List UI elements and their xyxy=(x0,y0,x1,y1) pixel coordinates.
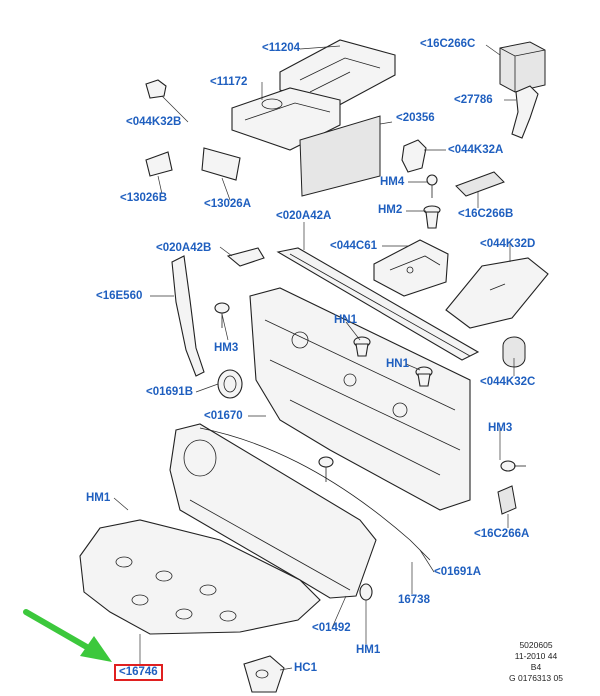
pad-part-13026a xyxy=(201,147,241,181)
callout-hm1-top: HM1 xyxy=(86,492,111,504)
pad-part-044k32d xyxy=(445,257,549,329)
callout-hm3-right: HM3 xyxy=(488,422,513,434)
panel-part-20356 xyxy=(299,115,381,197)
callout-020a42b: <020A42B xyxy=(156,242,212,254)
bracket-part-27786 xyxy=(511,85,539,139)
dash-panel-01670 xyxy=(249,287,471,511)
green-pointer-arrow xyxy=(23,609,112,662)
wire-part-01691a xyxy=(199,427,431,561)
leader-lines xyxy=(113,44,516,671)
stamp-line-4: G 0176313 05 xyxy=(509,673,563,683)
clip-part-044k32b xyxy=(145,79,167,99)
pad-part-16c266b xyxy=(455,171,505,197)
seal-part-020a42b xyxy=(226,247,265,267)
callout-020a42a: <020A42A xyxy=(276,210,332,222)
callout-hm1-bottom: HM1 xyxy=(356,644,381,656)
reference-stamp: 5020605 11-2010 44 B4 G 0176313 05 xyxy=(486,640,586,684)
callout-01691b: <01691B xyxy=(146,386,193,398)
mat-part-044c61 xyxy=(373,239,449,297)
pad-part-13026b xyxy=(145,151,173,177)
stamp-line-2: 11-2010 44 xyxy=(514,651,558,661)
fastener-hm3-left xyxy=(214,302,230,328)
clip-part-044k32a xyxy=(401,139,427,173)
pad-part-16c266c xyxy=(499,41,546,93)
callout-044c61: <044C61 xyxy=(330,240,377,252)
callout-044k32a: <044K32A xyxy=(448,144,504,156)
callout-16c266a: <16C266A xyxy=(474,528,530,540)
callout-hc1: HC1 xyxy=(294,662,318,674)
side-seal-16e560 xyxy=(171,255,205,377)
cap-part-044k32c xyxy=(502,336,526,368)
fastener-hm4 xyxy=(426,174,438,198)
tray-part-11172 xyxy=(231,87,341,151)
callout-16c266b: <16C266B xyxy=(458,208,514,220)
stamp-line-1: 5020605 xyxy=(519,640,553,650)
callout-16c266c: <16C266C xyxy=(420,38,476,50)
callout-01670: <01670 xyxy=(204,410,243,422)
callout-hn1-a: HN1 xyxy=(334,314,358,326)
fastener-hm1-bottom xyxy=(359,583,373,601)
insulator-pad-16746 xyxy=(79,519,321,635)
callout-20356: <20356 xyxy=(396,112,435,124)
callout-hm3-left: HM3 xyxy=(214,342,239,354)
fastener-center xyxy=(318,456,334,482)
callout-16738: 16738 xyxy=(398,594,430,606)
pad-part-16c266a xyxy=(497,485,517,515)
callout-hm2: HM2 xyxy=(378,204,403,216)
stamp-line-3: B4 xyxy=(530,662,542,672)
callout-044k32b: <044K32B xyxy=(126,116,182,128)
fastener-hn1-a xyxy=(353,336,371,357)
callout-11204: <11204 xyxy=(262,42,301,54)
callout-hn1-b: HN1 xyxy=(386,358,410,370)
callout-16e560: <16E560 xyxy=(96,290,143,302)
grommet-part-01691b xyxy=(217,369,243,399)
insulator-frame-01492 xyxy=(169,423,377,599)
callout-01691a: <01691A xyxy=(434,566,481,578)
callout-27786: <27786 xyxy=(454,94,493,106)
fastener-hm3-right xyxy=(500,460,526,472)
callout-16746-highlighted: <16746 xyxy=(114,664,163,681)
bracket-hc1 xyxy=(243,655,285,693)
callout-13026a: <13026A xyxy=(204,198,251,210)
seal-strip-020a42a xyxy=(276,247,480,361)
callout-044k32d: <044K32D xyxy=(480,238,536,250)
callout-044k32c: <044K32C xyxy=(480,376,536,388)
callout-hm4: HM4 xyxy=(380,176,405,188)
callout-01492: <01492 xyxy=(312,622,351,634)
callout-13026b: <13026B xyxy=(120,192,167,204)
fastener-hm2 xyxy=(423,205,441,229)
callout-11172: <11172 xyxy=(210,76,248,88)
fastener-hn1-b xyxy=(415,366,433,387)
